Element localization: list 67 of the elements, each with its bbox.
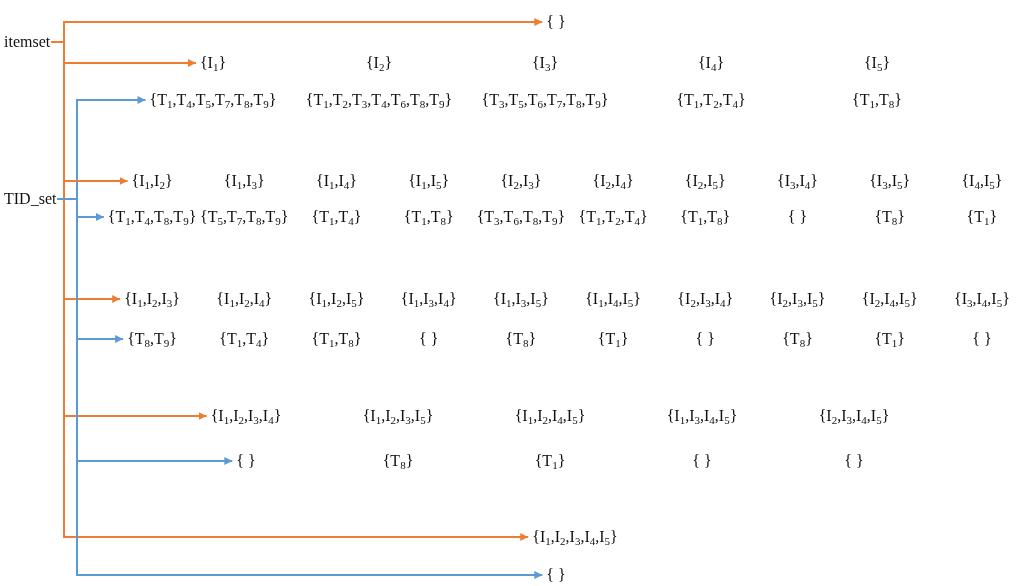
tid-set-text: { }	[419, 329, 439, 349]
itemset-text: {I$_{2}$,I$_{3}$,I$_{4}$}	[677, 289, 734, 309]
itemset-text: {I$_{1}$,I$_{2}$,I$_{4}$}	[216, 289, 273, 309]
itemset-text: {I$_{1}$,I$_{2}$,I$_{3}$,I$_{4}$,I$_{5}$}	[532, 527, 618, 547]
itemset-text: {I$_{1}$,I$_{5}$}	[408, 171, 450, 191]
tid-set-text: { }	[236, 451, 256, 471]
itemset-text: {I$_{1}$,I$_{3}$,I$_{5}$}	[492, 289, 549, 309]
tid-set-text: {T$_{1}$}	[874, 329, 905, 349]
itemset-text: {I$_{1}$,I$_{2}$,I$_{5}$}	[308, 289, 365, 309]
itemset-text: {I$_{4}$}	[697, 53, 725, 73]
itemset-text: {I$_{3}$,I$_{5}$}	[869, 171, 911, 191]
tid-set-label: TID_set	[4, 189, 57, 209]
itemset-text: {I$_{2}$,I$_{3}$,I$_{5}$}	[769, 289, 826, 309]
itemset-text: {I$_{1}$,I$_{2}$}	[131, 171, 173, 191]
itemset-text: {I$_{1}$,I$_{2}$,I$_{3}$}	[124, 289, 180, 309]
itemset-text: {I$_{1}$,I$_{3}$,I$_{4}$,I$_{5}$}	[666, 406, 738, 426]
tid-set-text: {T$_{3}$,T$_{6}$,T$_{8}$,T$_{9}$}	[476, 207, 566, 227]
tid-set-text: { }	[972, 329, 992, 349]
itemset-text: {I$_{1}$,I$_{4}$,I$_{5}$}	[585, 289, 641, 309]
tid-set-text: {T$_{1}$,T$_{8}$}	[852, 90, 902, 110]
tid-set-text: {T$_{1}$,T$_{8}$}	[680, 207, 731, 227]
arrow	[50, 41, 530, 541]
tid-set-text: { }	[787, 207, 808, 227]
tid-set-text: {T$_{1}$,T$_{4}$}	[219, 329, 270, 349]
itemset-text: {I$_{5}$}	[863, 53, 891, 73]
itemset-text: {I$_{2}$,I$_{5}$}	[684, 171, 726, 191]
tid-set-text: { }	[844, 451, 864, 471]
itemset-text: {I$_{1}$,I$_{3}$,I$_{4}$}	[400, 289, 457, 309]
tid-set-text: {T$_{1}$}	[966, 207, 998, 227]
tid-set-text: { }	[692, 451, 712, 471]
itemset-text: {I$_{2}$,I$_{4}$,I$_{5}$}	[861, 289, 918, 309]
tid-set-text: {T$_{1}$,T$_{8}$}	[311, 329, 362, 349]
itemset-text: {I$_{3}$}	[531, 53, 559, 73]
tid-set-text: {T$_{1}$,T$_{4}$,T$_{5}$,T$_{7}$,T$_{8}$,T$_{9}$}	[149, 90, 277, 110]
itemset-text: {I$_{4}$,I$_{5}$}	[961, 171, 1003, 191]
itemset-text: {I$_{1}$,I$_{2}$,I$_{4}$,I$_{5}$}	[514, 406, 586, 426]
itemset-text: {I$_{2}$}	[365, 53, 393, 73]
tid-set-text: {T$_{1}$,T$_{2}$,T$_{3}$,T$_{4}$,T$_{6}$,T$_{8}$,T$_{9}$}	[305, 90, 453, 110]
tid-set-text: {T$_{8}$}	[782, 329, 813, 349]
tid-set-text: { }	[695, 329, 715, 349]
tid-set-text: {T$_{1}$,T$_{4}$}	[311, 207, 362, 227]
itemset-text: { }	[546, 12, 566, 32]
arrow	[56, 198, 544, 579]
itemset-text: {I$_{1}$,I$_{2}$,I$_{3}$,I$_{5}$}	[362, 406, 434, 426]
itemset-text: {I$_{2}$,I$_{3}$,I$_{4}$,I$_{5}$}	[818, 406, 890, 426]
tid-set-text: {T$_{1}$,T$_{2}$,T$_{4}$}	[676, 90, 746, 110]
tid-set-text: {T$_{1}$,T$_{4}$,T$_{8}$,T$_{9}$}	[107, 207, 197, 227]
tid-set-text: {T$_{1}$}	[534, 451, 566, 471]
tid-set-text: { }	[546, 565, 566, 585]
tid-set-text: {T$_{8}$,T$_{9}$}	[127, 329, 178, 349]
itemset-text: {I$_{1}$,I$_{4}$}	[315, 171, 357, 191]
tid-set-text: {T$_{1}$}	[597, 329, 629, 349]
tid-set-text: {T$_{8}$}	[874, 207, 905, 227]
tid-set-text: {T$_{8}$}	[505, 329, 537, 349]
itemset-label: itemset	[4, 32, 51, 52]
tid-set-text: {T$_{5}$,T$_{7}$,T$_{8}$,T$_{9}$}	[200, 207, 289, 227]
itemset-text: {I$_{1}$,I$_{3}$}	[223, 171, 265, 191]
tid-set-text: {T$_{1}$,T$_{2}$,T$_{4}$}	[578, 207, 648, 227]
tid-set-text: {T$_{8}$}	[382, 451, 414, 471]
itemset-text: {I$_{3}$,I$_{4}$}	[776, 171, 818, 191]
itemset-text: {I$_{1}$,I$_{2}$,I$_{3}$,I$_{4}$}	[210, 406, 282, 426]
itemset-text: {I$_{2}$,I$_{3}$}	[500, 171, 542, 191]
itemset-text: {I$_{2}$,I$_{4}$}	[592, 171, 634, 191]
tid-set-text: {T$_{3}$,T$_{5}$,T$_{6}$,T$_{7}$,T$_{8}$,T$_{9}$}	[481, 90, 609, 110]
itemset-text: {I$_{3}$,I$_{4}$,I$_{5}$}	[953, 289, 1010, 309]
itemset-text: {I$_{1}$}	[199, 53, 227, 73]
tid-set-text: {T$_{1}$,T$_{8}$}	[403, 207, 454, 227]
